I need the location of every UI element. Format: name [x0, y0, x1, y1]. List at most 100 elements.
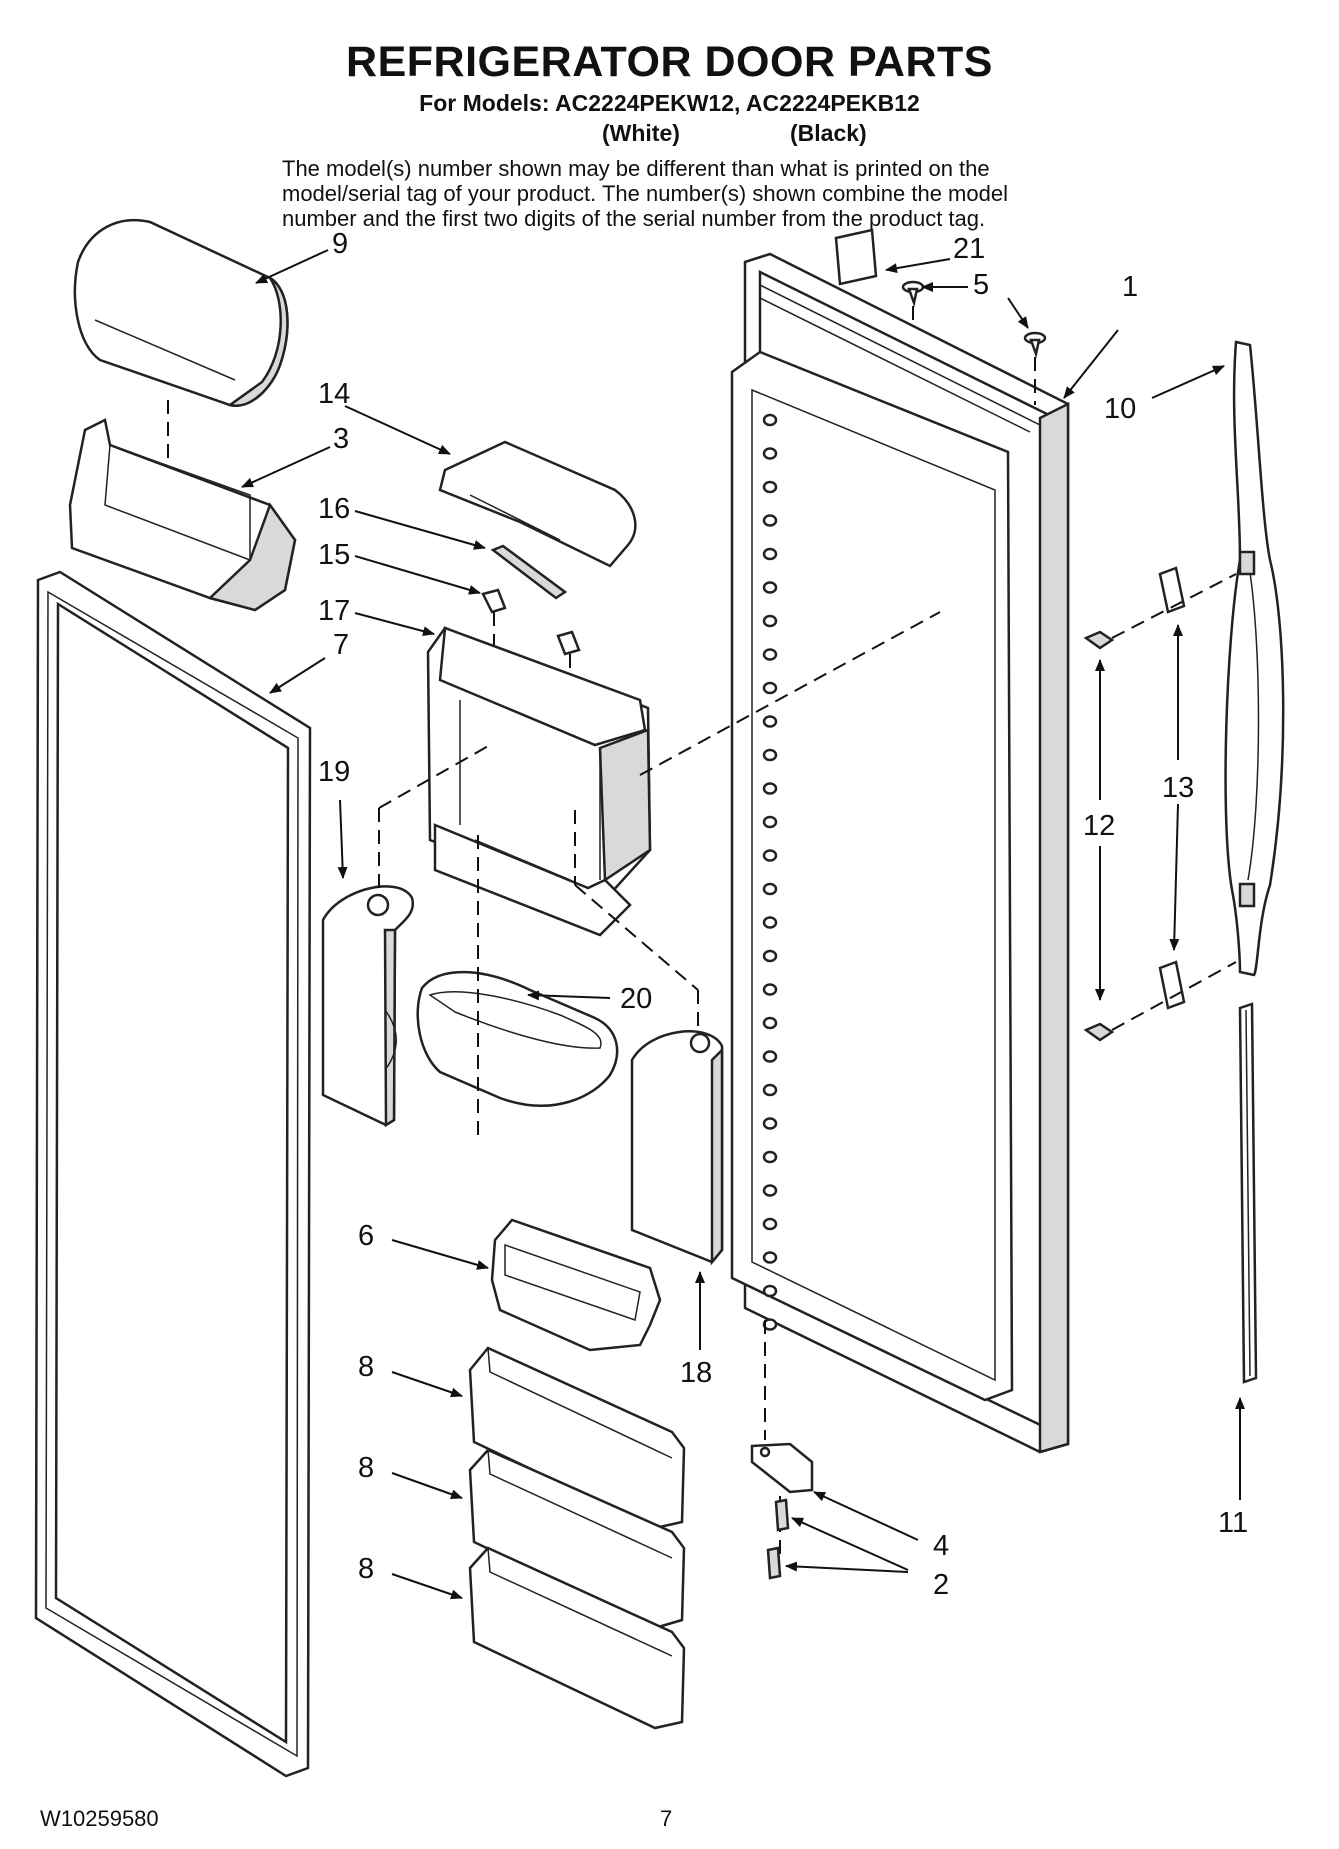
leader-4 — [813, 1491, 919, 1541]
callout-17: 17 — [318, 595, 350, 627]
part-5-caps — [901, 280, 1047, 359]
models-subtitle: For Models: AC2224PEKW12, AC2224PEKB12 — [419, 90, 920, 116]
callout-10: 10 — [1104, 393, 1136, 425]
part-8-door-bin-c — [468, 1546, 686, 1730]
page-number: 7 — [660, 1806, 673, 1831]
shelf-support-dot — [762, 1184, 778, 1197]
callout-16: 16 — [318, 493, 350, 525]
shelf-support-dot — [762, 681, 778, 695]
leader-10 — [1151, 365, 1225, 399]
callout-numbers: 9 3 14 16 15 17 7 19 20 18 6 8 8 8 21 5 … — [318, 228, 1248, 1601]
callout-11: 11 — [1218, 1507, 1248, 1539]
part-2-screws — [766, 1498, 790, 1580]
part-13-mounting-clips — [1158, 566, 1186, 1010]
part-10-handle — [1224, 340, 1285, 977]
shelf-support-dot — [762, 849, 778, 862]
shelf-support-dot — [762, 748, 778, 762]
callout-3: 3 — [333, 423, 349, 455]
part-20-cup — [416, 970, 619, 1107]
callout-8a: 8 — [358, 1351, 374, 1383]
callout-1: 1 — [1122, 271, 1138, 303]
leader-13-down — [1169, 803, 1180, 951]
leader-6 — [391, 1239, 489, 1270]
dash-12a — [1111, 573, 1237, 639]
shelf-support-dot — [762, 815, 778, 829]
part-15-clips — [481, 588, 581, 656]
shelf-support-dot — [762, 916, 778, 929]
leader-15 — [354, 555, 481, 595]
callout-20: 20 — [620, 983, 652, 1015]
variant-white-label: (White) — [602, 120, 680, 146]
leader-2b — [785, 1561, 909, 1573]
callout-14: 14 — [318, 378, 350, 410]
callout-8c: 8 — [358, 1553, 374, 1585]
shelf-support-dot — [762, 782, 778, 795]
shelf-support-dot — [762, 480, 778, 494]
leader-19 — [337, 799, 348, 879]
part-9-dairy-door — [73, 218, 289, 407]
leader-1 — [1063, 329, 1119, 399]
part-6-small-bin — [490, 1218, 662, 1352]
part-19-left-dispenser-door — [321, 885, 415, 1128]
shelf-support-dot — [762, 1117, 778, 1130]
leader-8b — [391, 1472, 463, 1500]
callout-13: 13 — [1162, 772, 1194, 804]
part-4-hinge — [750, 1442, 814, 1494]
shelf-support-dot — [762, 1016, 778, 1030]
shelf-support-dot — [762, 581, 778, 594]
leader-2a — [791, 1517, 909, 1571]
shelf-support-dot — [762, 949, 778, 963]
leader-7 — [269, 657, 326, 694]
leader-17 — [354, 612, 435, 637]
part-18-right-dispenser-door — [630, 1030, 724, 1266]
dash-18b — [574, 884, 699, 991]
callout-21: 21 — [953, 233, 985, 265]
part-21-label — [834, 228, 878, 286]
shelf-support-dot — [762, 1050, 778, 1063]
callout-8b: 8 — [358, 1452, 374, 1484]
dash-12b — [1111, 961, 1237, 1031]
shelf-support-dot — [762, 983, 778, 996]
part-3-dairy-bin — [68, 418, 297, 612]
leader-20 — [527, 990, 611, 1001]
shelf-support-dot — [762, 514, 778, 527]
leader-lines — [241, 249, 1245, 1600]
callout-2: 2 — [933, 1569, 949, 1601]
callout-5: 5 — [973, 269, 989, 301]
page-title: REFRIGERATOR DOOR PARTS — [346, 38, 993, 86]
part-1-refrigerator-door — [730, 252, 1070, 1454]
dash-17 — [639, 611, 941, 776]
callout-12: 12 — [1083, 810, 1115, 842]
part-16-hinge-pin — [490, 544, 568, 600]
callout-18: 18 — [680, 1357, 712, 1389]
variant-black-label: (Black) — [790, 120, 867, 146]
shelf-support-dot — [762, 1150, 778, 1164]
shelf-support-dot — [762, 614, 778, 628]
shelf-support-dot — [762, 1251, 778, 1264]
shelf-support-dot — [762, 715, 778, 728]
shelf-support-dot — [762, 882, 778, 896]
part-7-door-gasket — [34, 570, 312, 1778]
part-14-lid — [438, 440, 637, 568]
model-number-note: The model(s) number shown may be differe… — [282, 156, 1008, 231]
shelf-support-dot — [762, 648, 778, 661]
shelf-support-dot — [762, 547, 778, 561]
door-shelf-dots — [762, 413, 778, 1331]
leader-21 — [885, 258, 951, 274]
shelf-support-dot — [762, 413, 778, 427]
leader-16 — [354, 510, 486, 550]
shelf-support-dot — [762, 1217, 778, 1231]
shelf-support-dot — [762, 447, 778, 460]
callout-15: 15 — [318, 539, 350, 571]
part-17-dispenser-housing — [426, 626, 652, 937]
leader-14 — [344, 405, 451, 455]
callout-19: 19 — [318, 756, 350, 788]
callout-9: 9 — [332, 228, 348, 260]
part-12-screws — [1083, 630, 1115, 1042]
leader-8c — [391, 1573, 463, 1600]
part-11-handle-trim — [1238, 1002, 1258, 1384]
callout-4: 4 — [933, 1530, 949, 1562]
document-number: W10259580 — [40, 1806, 159, 1831]
callout-7: 7 — [333, 629, 349, 661]
